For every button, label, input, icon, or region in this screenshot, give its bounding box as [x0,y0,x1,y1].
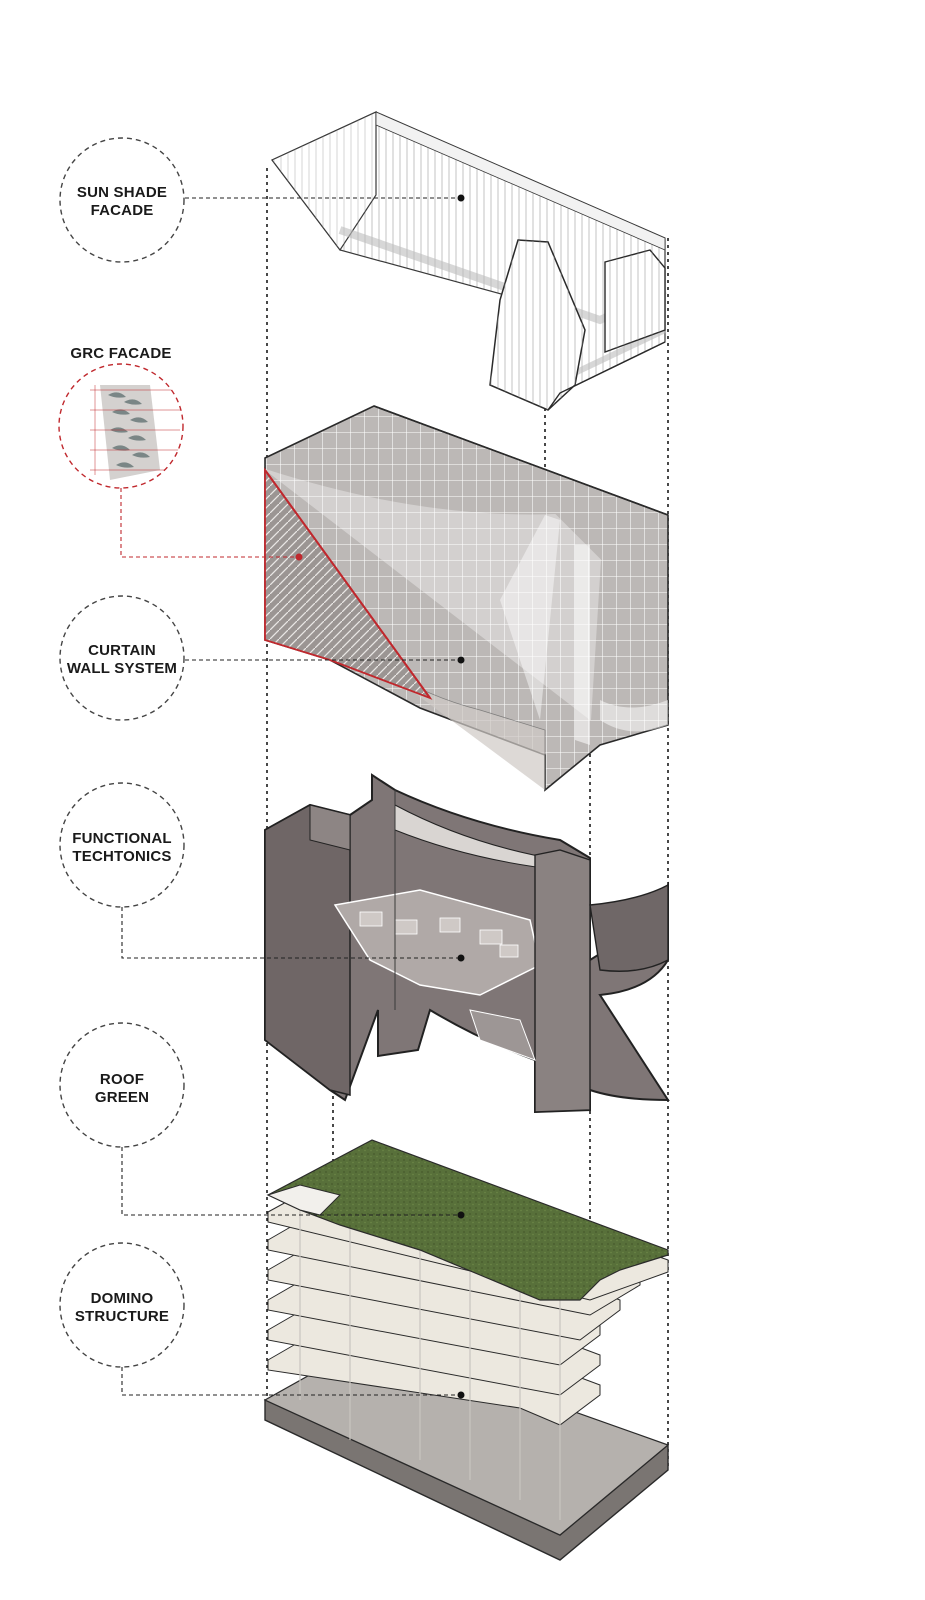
curtain-wall-system-label: CURTAIN WALL SYSTEM [66,642,178,677]
functional-techtonics-circle [59,782,185,908]
roof-green-circle [59,1022,185,1148]
domino-structure-label: DOMINO STRUCTURE [74,1290,170,1325]
sun-shade-facade-label: SUN SHADE FACADE [76,184,168,219]
grc-facade-pattern-icon [90,385,180,480]
functional-connector [121,907,460,959]
grc-facade-detail [58,363,184,489]
curtain-wall-volume [264,405,669,792]
functional-tectonics-volume [264,773,670,1114]
sun-shade-facade-volume [271,111,667,411]
roof-green-connector [121,1147,460,1216]
functional-techtonics-label: FUNCTIONAL TECHTONICS [72,830,172,865]
roof-green-surface [266,1139,669,1301]
sun-shade-facade-circle [59,137,185,263]
grc-connector [120,488,298,558]
domino-connector [121,1367,460,1396]
curtain-wall-system-circle [59,595,185,721]
roof-green-label: ROOF GREEN [94,1071,150,1106]
domino-structure-circle [59,1242,185,1368]
grc-facade-label: GRC FACADE [70,345,172,362]
